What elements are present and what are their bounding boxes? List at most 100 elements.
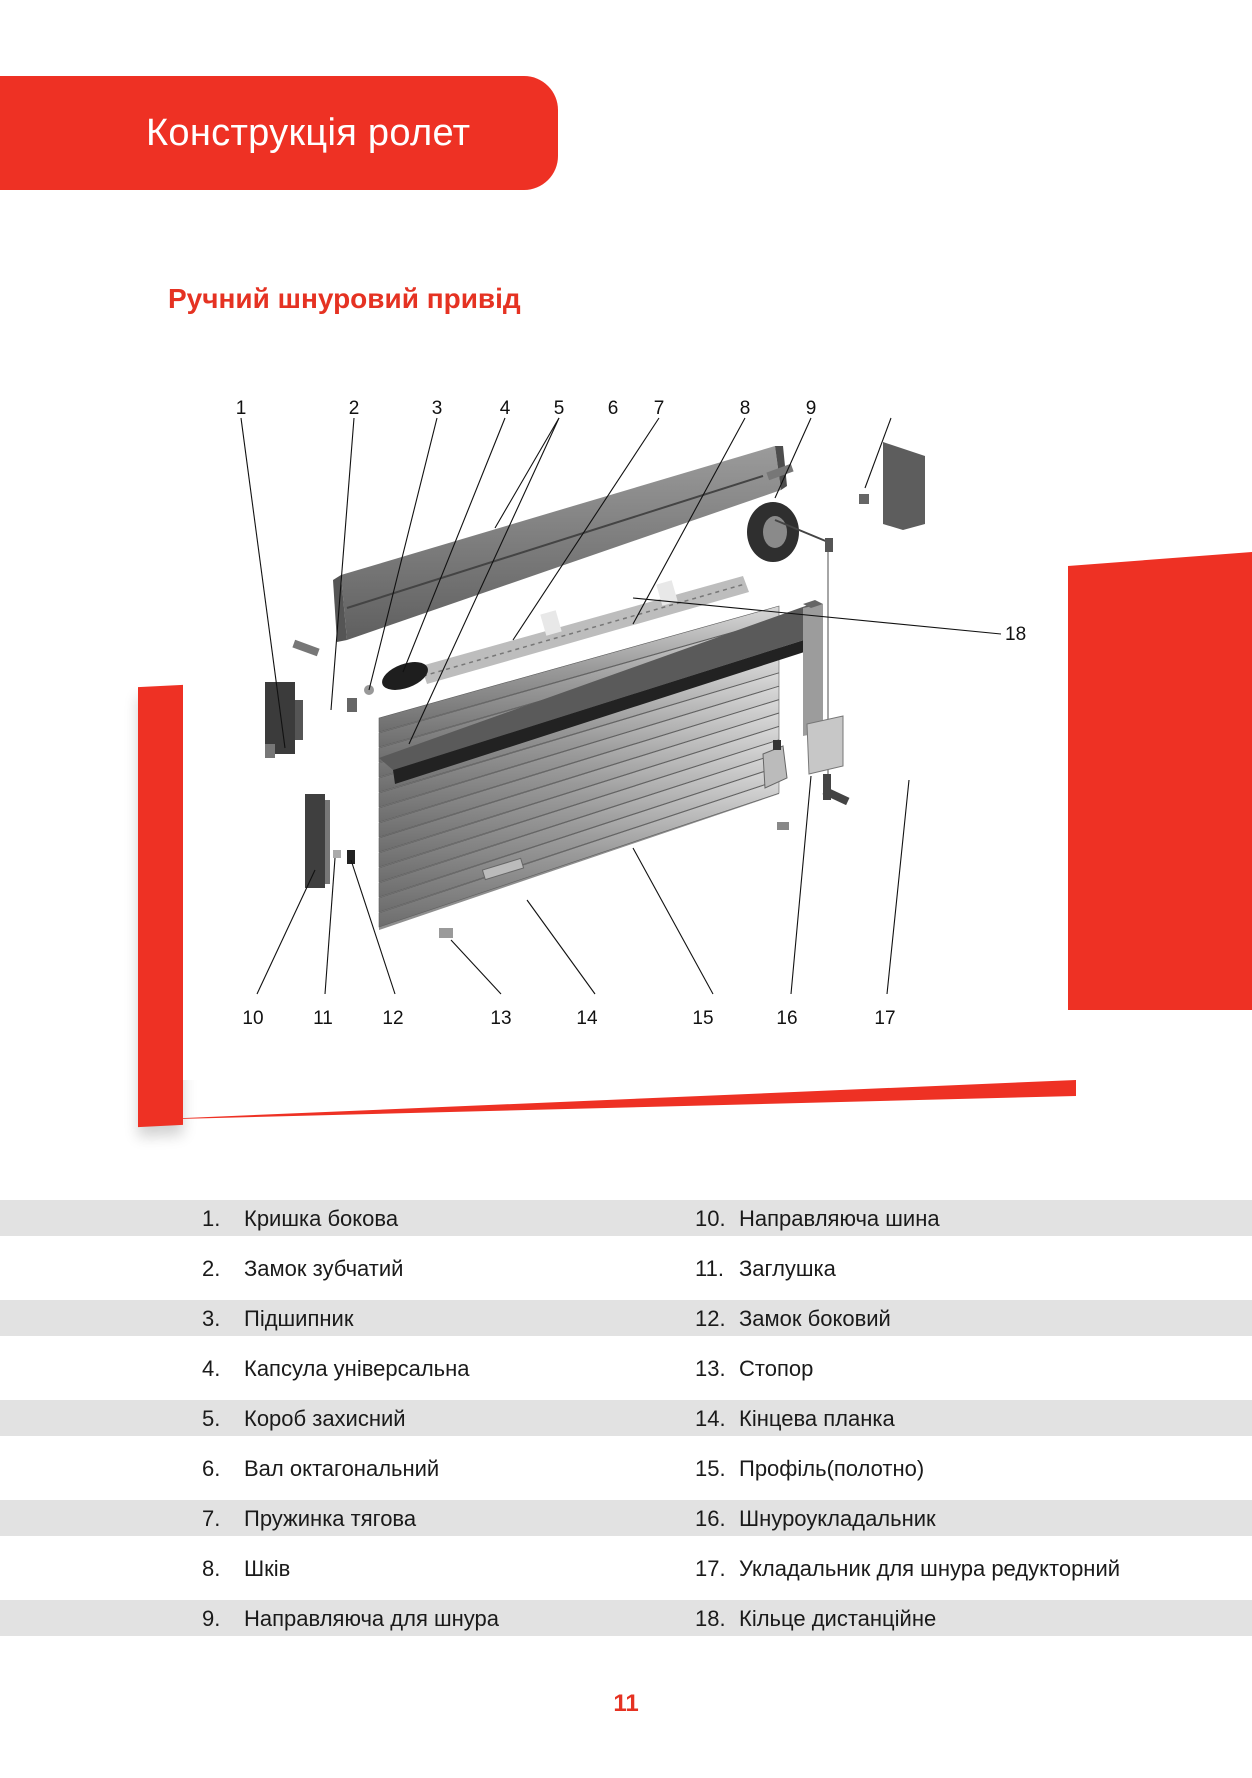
guide-rail-part (305, 794, 355, 888)
legend-row: 6. Вал октагональний 15. Профіль(полотно) (0, 1448, 1252, 1498)
legend-row: 1. Кришка бокова 10. Направляюча шина (0, 1198, 1252, 1248)
diagram-label: 17 (874, 1008, 895, 1029)
legend-item-number: 12. (695, 1306, 726, 1331)
page-title: Конструкція ролет (146, 112, 471, 154)
legend-item-label: Направляюча для шнура (244, 1606, 499, 1631)
diagram-label: 12 (382, 1008, 403, 1029)
legend-item-label: Підшипник (244, 1306, 354, 1331)
section-title: Ручний шнуровий привід (168, 283, 521, 314)
legend-item: 14.Кінцева планка (695, 1398, 895, 1448)
legend-item-number: 15. (695, 1456, 726, 1481)
legend-item: 6. Вал октагональний (202, 1448, 439, 1498)
legend-item: 17. Укладальник для шнура редукторний (695, 1548, 1120, 1598)
diagram-label: 6 (608, 398, 619, 419)
diagram-label: 14 (576, 1008, 598, 1029)
diagram-label: 13 (490, 1008, 511, 1029)
legend-item-number: 4. (202, 1356, 221, 1381)
legend-item-label: Замок боковий (739, 1306, 891, 1331)
diagram-label: 2 (349, 398, 360, 419)
legend-item-number: 3. (202, 1306, 221, 1331)
shutter-slat (378, 726, 780, 868)
header-banner: Конструкція ролет (0, 76, 558, 190)
legend-row: 3. Підшипник 12. Замок боковий (0, 1298, 1252, 1348)
diagram-label: 18 (1005, 624, 1026, 645)
decorative-red-panel-right (1068, 552, 1252, 1010)
legend-item: 8. Шків (202, 1548, 290, 1598)
shutter-slat (378, 779, 780, 928)
diagram-label: 8 (740, 398, 751, 419)
legend-row: 4.Капсула універсальна 13. Стопор (0, 1348, 1252, 1398)
legend-item-label: Шків (244, 1556, 291, 1581)
small-part (777, 822, 789, 830)
shutter-slat (378, 672, 780, 808)
protective-box-part (333, 446, 787, 642)
legend-item-number: 16. (695, 1506, 726, 1531)
legend-item-number: 18. (695, 1606, 726, 1631)
legend-item: 15. Профіль(полотно) (695, 1448, 924, 1498)
legend-item: 3. Підшипник (202, 1298, 353, 1348)
capsule-part (382, 662, 428, 690)
legend-row: 8. Шків 17. Укладальник для шнура редукторн… (0, 1548, 1252, 1598)
leader-lines (240, 417, 1002, 995)
legend-item: 5. Короб захисний (202, 1398, 406, 1448)
cord-winder-part (806, 715, 850, 806)
legend-item-number: 5. (202, 1406, 221, 1431)
legend-item-label: Замок зубчатий (244, 1256, 404, 1281)
legend-item-label: Пружинка тягова (244, 1506, 417, 1531)
legend-item-label: Направляюча шина (739, 1206, 940, 1231)
legend-item-label: Профіль(полотно) (739, 1456, 925, 1481)
legend-item-number: 9. (202, 1606, 221, 1631)
legend-item: 2. Замок зубчатий (202, 1248, 403, 1298)
legend-item-number: 6. (202, 1456, 221, 1481)
parts-legend: 1. Кришка бокова 10. Направляюча шина 2. Замо… (0, 1198, 1252, 1648)
diagram-label: 7 (654, 398, 665, 419)
legend-row: 7.Пружинка тягова 16. Шнуроукладальник (0, 1498, 1252, 1548)
legend-item-label: Кришка бокова (244, 1206, 399, 1231)
diagram-label: 11 (313, 1008, 333, 1029)
diagram-label: 1 (236, 398, 247, 419)
decorative-red-panel-left (138, 684, 183, 1128)
diagram-label: 4 (500, 398, 511, 419)
legend-item-number: 1. (202, 1206, 221, 1231)
legend-item-label: Укладальник для шнура редукторний (739, 1556, 1121, 1581)
legend-item: 9. Направляюча для шнура (202, 1598, 499, 1648)
diagram-label: 15 (692, 1008, 713, 1029)
shutter-slat (378, 685, 780, 823)
decorative-red-strip-bottom (138, 1080, 1076, 1120)
legend-item-number: 2. (202, 1256, 221, 1281)
legend-item: 7.Пружинка тягова (202, 1498, 416, 1548)
shutter-slat (378, 699, 780, 838)
legend-item: 12. Замок боковий (695, 1298, 891, 1348)
legend-item-label: Вал октагональний (244, 1456, 440, 1481)
legend-item-number: 17. (695, 1556, 726, 1581)
legend-item-number: 11. (695, 1256, 724, 1281)
cord-guide-part (825, 538, 833, 552)
legend-item: 16. Шнуроукладальник (695, 1498, 936, 1548)
shutter-curtain-part (378, 605, 780, 930)
diagram-label: 9 (806, 398, 817, 419)
legend-item-label: Короб захисний (244, 1406, 406, 1431)
legend-item: 4.Капсула універсальна (202, 1348, 470, 1398)
legend-row: 2. Замок зубчатий 11. Заглушка (0, 1248, 1252, 1298)
octagonal-shaft-part (421, 576, 749, 684)
bracket-part (859, 442, 925, 530)
diagram-label: 5 (554, 398, 565, 419)
legend-item-label: Шнуроукладальник (739, 1506, 936, 1531)
legend-item: 18. Кільце дистанційне (695, 1598, 936, 1648)
legend-item-label: Кільце дистанційне (739, 1606, 937, 1631)
page-number: 11 (613, 1690, 639, 1717)
legend-item-number: 8. (202, 1556, 221, 1581)
legend-row: 9. Направляюча для шнура 18. Кільце дистанц… (0, 1598, 1252, 1648)
legend-row: 5. Короб захисний 14.Кінцева планка (0, 1398, 1252, 1448)
legend-item-number: 13. (695, 1356, 726, 1381)
cord-layer-part (762, 740, 788, 789)
legend-item-number: 10. (695, 1206, 726, 1231)
legend-item-label: Заглушка (739, 1256, 836, 1281)
legend-item: 13. Стопор (695, 1348, 813, 1398)
legend-item-label: Стопор (739, 1356, 814, 1381)
legend-item: 11. Заглушка (695, 1248, 836, 1298)
pulley-part (747, 463, 799, 562)
legend-item-number: 14. (695, 1406, 726, 1431)
stopper-part (439, 928, 453, 938)
